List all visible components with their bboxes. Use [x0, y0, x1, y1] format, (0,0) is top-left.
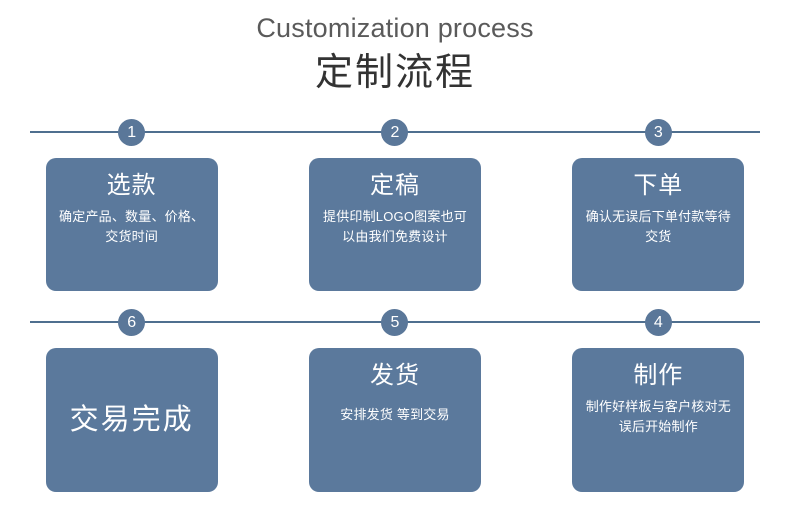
step-rail-top: 1 2 3 [0, 118, 790, 146]
step-card-4-title: 制作 [633, 362, 684, 389]
badge-slot: 2 [263, 118, 526, 146]
step-card-2-title: 定稿 [369, 172, 420, 199]
step-cards-bottom: 交易完成 发货 安排发货 等到交易 制作 制作好样板与客户核对无误后开始制作 [0, 348, 790, 492]
step-card-4-description: 制作好样板与客户核对无误后开始制作 [585, 398, 731, 434]
card-slot: 选款 确定产品、数量、价格、交货时间 [0, 158, 263, 291]
card-slot: 下单 确认无误后下单付款等待交货 [527, 158, 790, 291]
page-title-english: Customization process [256, 13, 534, 43]
page-title-chinese: 定制流程 [314, 51, 475, 94]
step-cards-top: 选款 确定产品、数量、价格、交货时间 定稿 提供印制LOGO图案也可以由我们免费… [0, 158, 790, 291]
step-badges-top: 1 2 3 [0, 118, 790, 146]
step-card-6-title: 交易完成 [69, 403, 194, 436]
step-card-5-title: 发货 [369, 362, 420, 389]
badge-slot: 3 [527, 118, 790, 146]
badge-slot: 4 [527, 308, 790, 336]
page-header: Customization process 定制流程 [0, 0, 790, 95]
step-card-2-description: 提供印制LOGO图案也可以由我们免费设计 [323, 208, 467, 244]
step-card-5-description: 安排发货 等到交易 [340, 406, 450, 422]
process-row-top: 1 2 3 选款 确定产品、数量、价格、交货时间 定稿 提供 [0, 118, 790, 291]
card-slot: 发货 安排发货 等到交易 [263, 348, 526, 492]
step-card-4[interactable]: 制作 制作好样板与客户核对无误后开始制作 [572, 348, 745, 492]
card-slot: 定稿 提供印制LOGO图案也可以由我们免费设计 [263, 158, 526, 291]
step-card-5[interactable]: 发货 安排发货 等到交易 [308, 348, 481, 492]
badge-slot: 5 [263, 308, 526, 336]
step-card-6[interactable]: 交易完成 [45, 348, 218, 492]
step-number-badge-2: 2 [381, 118, 409, 146]
step-rail-bottom: 6 5 4 [0, 308, 790, 336]
step-card-2[interactable]: 定稿 提供印制LOGO图案也可以由我们免费设计 [308, 158, 481, 291]
step-card-1-description: 确定产品、数量、价格、交货时间 [59, 208, 205, 244]
step-card-1-title: 选款 [106, 172, 157, 199]
badge-slot: 6 [0, 308, 263, 336]
step-number-badge-5: 5 [381, 308, 409, 336]
step-card-1[interactable]: 选款 确定产品、数量、价格、交货时间 [45, 158, 218, 291]
step-badges-bottom: 6 5 4 [0, 308, 790, 336]
step-number-badge-1: 1 [118, 118, 146, 146]
step-number-badge-3: 3 [644, 118, 672, 146]
step-number-badge-6: 6 [118, 308, 146, 336]
process-row-bottom: 6 5 4 交易完成 发货 安排发货 等到交易 [0, 308, 790, 492]
step-card-3[interactable]: 下单 确认无误后下单付款等待交货 [572, 158, 745, 291]
step-card-3-description: 确认无误后下单付款等待交货 [585, 208, 731, 244]
step-card-3-title: 下单 [633, 172, 684, 199]
step-number-badge-4: 4 [644, 308, 672, 336]
card-slot: 交易完成 [0, 348, 263, 492]
card-slot: 制作 制作好样板与客户核对无误后开始制作 [527, 348, 790, 492]
badge-slot: 1 [0, 118, 263, 146]
